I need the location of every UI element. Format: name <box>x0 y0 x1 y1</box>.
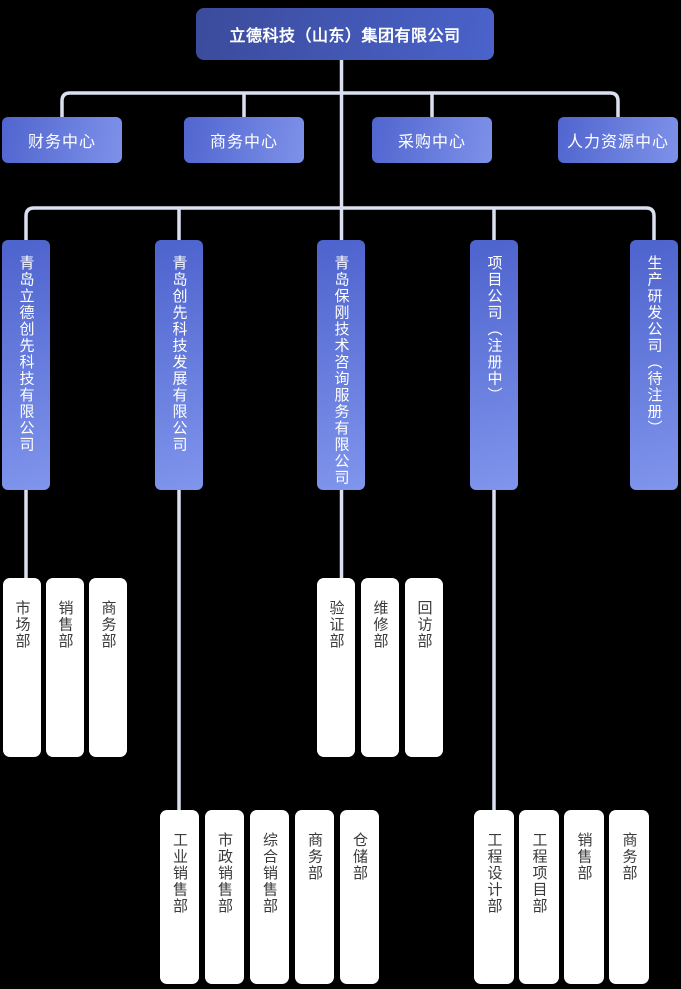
company-label: 青岛立德创先科技有限公司 <box>17 255 35 453</box>
dept-node-warehouse: 仓储部 <box>340 810 379 984</box>
dept-node-engineering-project: 工程项目部 <box>519 810 559 984</box>
dept-node-municipal-sales: 市政销售部 <box>205 810 244 984</box>
dept-label: 验证部 <box>327 600 345 650</box>
centers-rail-line <box>60 91 620 117</box>
department-drop-lines <box>24 490 496 810</box>
dept-label: 回访部 <box>415 600 433 650</box>
company-label: 青岛创先科技发展有限公司 <box>170 255 188 453</box>
dept-node-sales: 销售部 <box>46 578 84 757</box>
dept-label: 维修部 <box>371 600 389 650</box>
centers-drop-lines <box>242 93 434 117</box>
company-label: 生产研发公司（待注册） <box>645 255 663 437</box>
companies-drop-lines <box>177 208 496 240</box>
dept-label: 市政销售部 <box>216 832 233 915</box>
dept-label: 仓储部 <box>351 832 368 882</box>
dept-node-verification: 验证部 <box>317 578 355 757</box>
company-label: 项目公司（注册中） <box>485 255 503 404</box>
dept-node-comprehensive-sales: 综合销售部 <box>250 810 289 984</box>
dept-label: 商务部 <box>99 600 117 650</box>
dept-label: 市场部 <box>13 600 31 650</box>
dept-label: 商务部 <box>306 832 323 882</box>
company-node-project-company: 项目公司（注册中） <box>470 240 518 490</box>
dept-label: 工程设计部 <box>485 832 503 915</box>
center-node-finance: 财务中心 <box>2 117 122 163</box>
dept-node-industrial-sales: 工业销售部 <box>160 810 199 984</box>
center-node-business: 商务中心 <box>184 117 304 163</box>
dept-label: 工业销售部 <box>171 832 188 915</box>
company-node-production-rd: 生产研发公司（待注册） <box>630 240 678 490</box>
dept-node-marketing: 市场部 <box>3 578 41 757</box>
dept-node-commerce: 商务部 <box>89 578 127 757</box>
root-company-node: 立德科技（山东）集团有限公司 <box>196 8 494 60</box>
company-node-lide-chuangxian: 青岛立德创先科技有限公司 <box>2 240 50 490</box>
dept-label: 销售部 <box>56 600 74 650</box>
company-node-baogang-consulting: 青岛保刚技术咨询服务有限公司 <box>317 240 365 490</box>
dept-label: 工程项目部 <box>530 832 548 915</box>
center-node-procurement: 采购中心 <box>372 117 492 163</box>
dept-label: 综合销售部 <box>261 832 278 915</box>
dept-node-followup: 回访部 <box>405 578 443 757</box>
dept-label: 商务部 <box>620 832 638 882</box>
dept-node-commerce: 商务部 <box>609 810 649 984</box>
dept-node-engineering-design: 工程设计部 <box>474 810 514 984</box>
dept-label: 销售部 <box>575 832 593 882</box>
company-label: 青岛保刚技术咨询服务有限公司 <box>332 255 350 486</box>
dept-node-commerce: 商务部 <box>295 810 334 984</box>
companies-rail-line <box>24 206 656 240</box>
center-node-hr: 人力资源中心 <box>558 117 678 163</box>
dept-node-maintenance: 维修部 <box>361 578 399 757</box>
dept-node-sales: 销售部 <box>564 810 604 984</box>
company-node-chuangxian-fazhan: 青岛创先科技发展有限公司 <box>155 240 203 490</box>
